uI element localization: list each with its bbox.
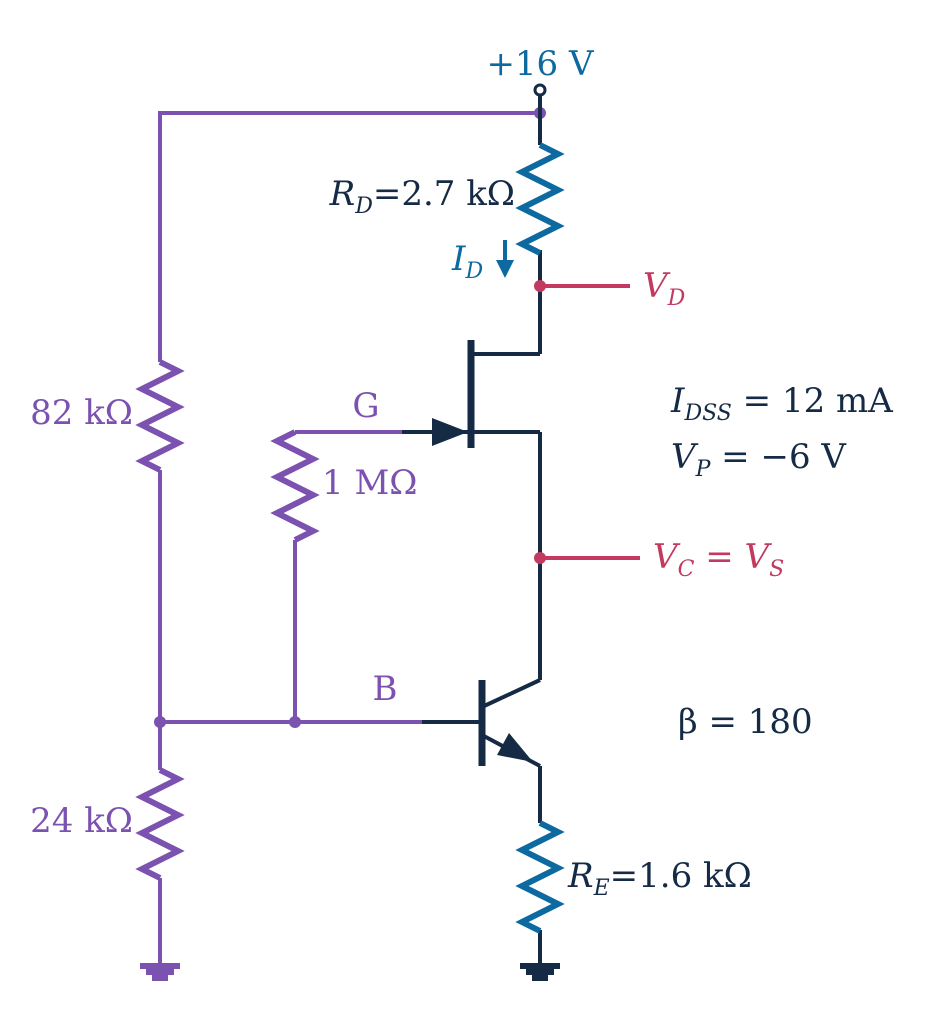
vp-label: VP = −6 V <box>671 437 847 482</box>
vc-node-dot <box>534 552 546 564</box>
re-label: RE=1.6 kΩ <box>567 856 752 901</box>
r-bottom-label: 24 kΩ <box>30 801 133 841</box>
id-current-arrow <box>496 240 514 278</box>
ground-symbol-right <box>520 963 560 981</box>
rd-label: RD=2.7 kΩ <box>329 174 515 219</box>
collector-lead <box>481 678 541 709</box>
bias-network-wires <box>135 111 540 966</box>
output-taps <box>540 284 640 560</box>
resistor-re <box>515 820 565 934</box>
idss-label: IDSS = 12 mA <box>670 381 893 426</box>
r-gate-label: 1 MΩ <box>322 463 417 503</box>
vd-label: VD <box>643 266 686 311</box>
main-wires <box>402 96 542 966</box>
supply-label: +16 V <box>486 44 595 84</box>
ground-symbol-left <box>140 963 180 981</box>
r-top-label: 82 kΩ <box>30 393 133 433</box>
beta-label: β = 180 <box>678 702 813 742</box>
bjt-emitter-arrow <box>497 733 533 762</box>
junction-dot-gate-branch <box>289 716 301 728</box>
resistor-24k <box>135 767 185 881</box>
id-label: ID <box>451 239 483 284</box>
gate-label: G <box>352 386 379 426</box>
vc-vs-label: VC = VS <box>653 537 784 582</box>
jfet-gate-arrow <box>432 418 468 446</box>
base-label: B <box>373 669 398 709</box>
junction-dot-left <box>154 716 166 728</box>
vd-node-dot <box>534 280 546 292</box>
top-rail-wire <box>158 111 540 362</box>
resistor-82k <box>135 359 185 473</box>
resistor-rd <box>515 142 565 256</box>
supply-terminal <box>533 83 547 97</box>
resistor-1m <box>270 429 320 543</box>
